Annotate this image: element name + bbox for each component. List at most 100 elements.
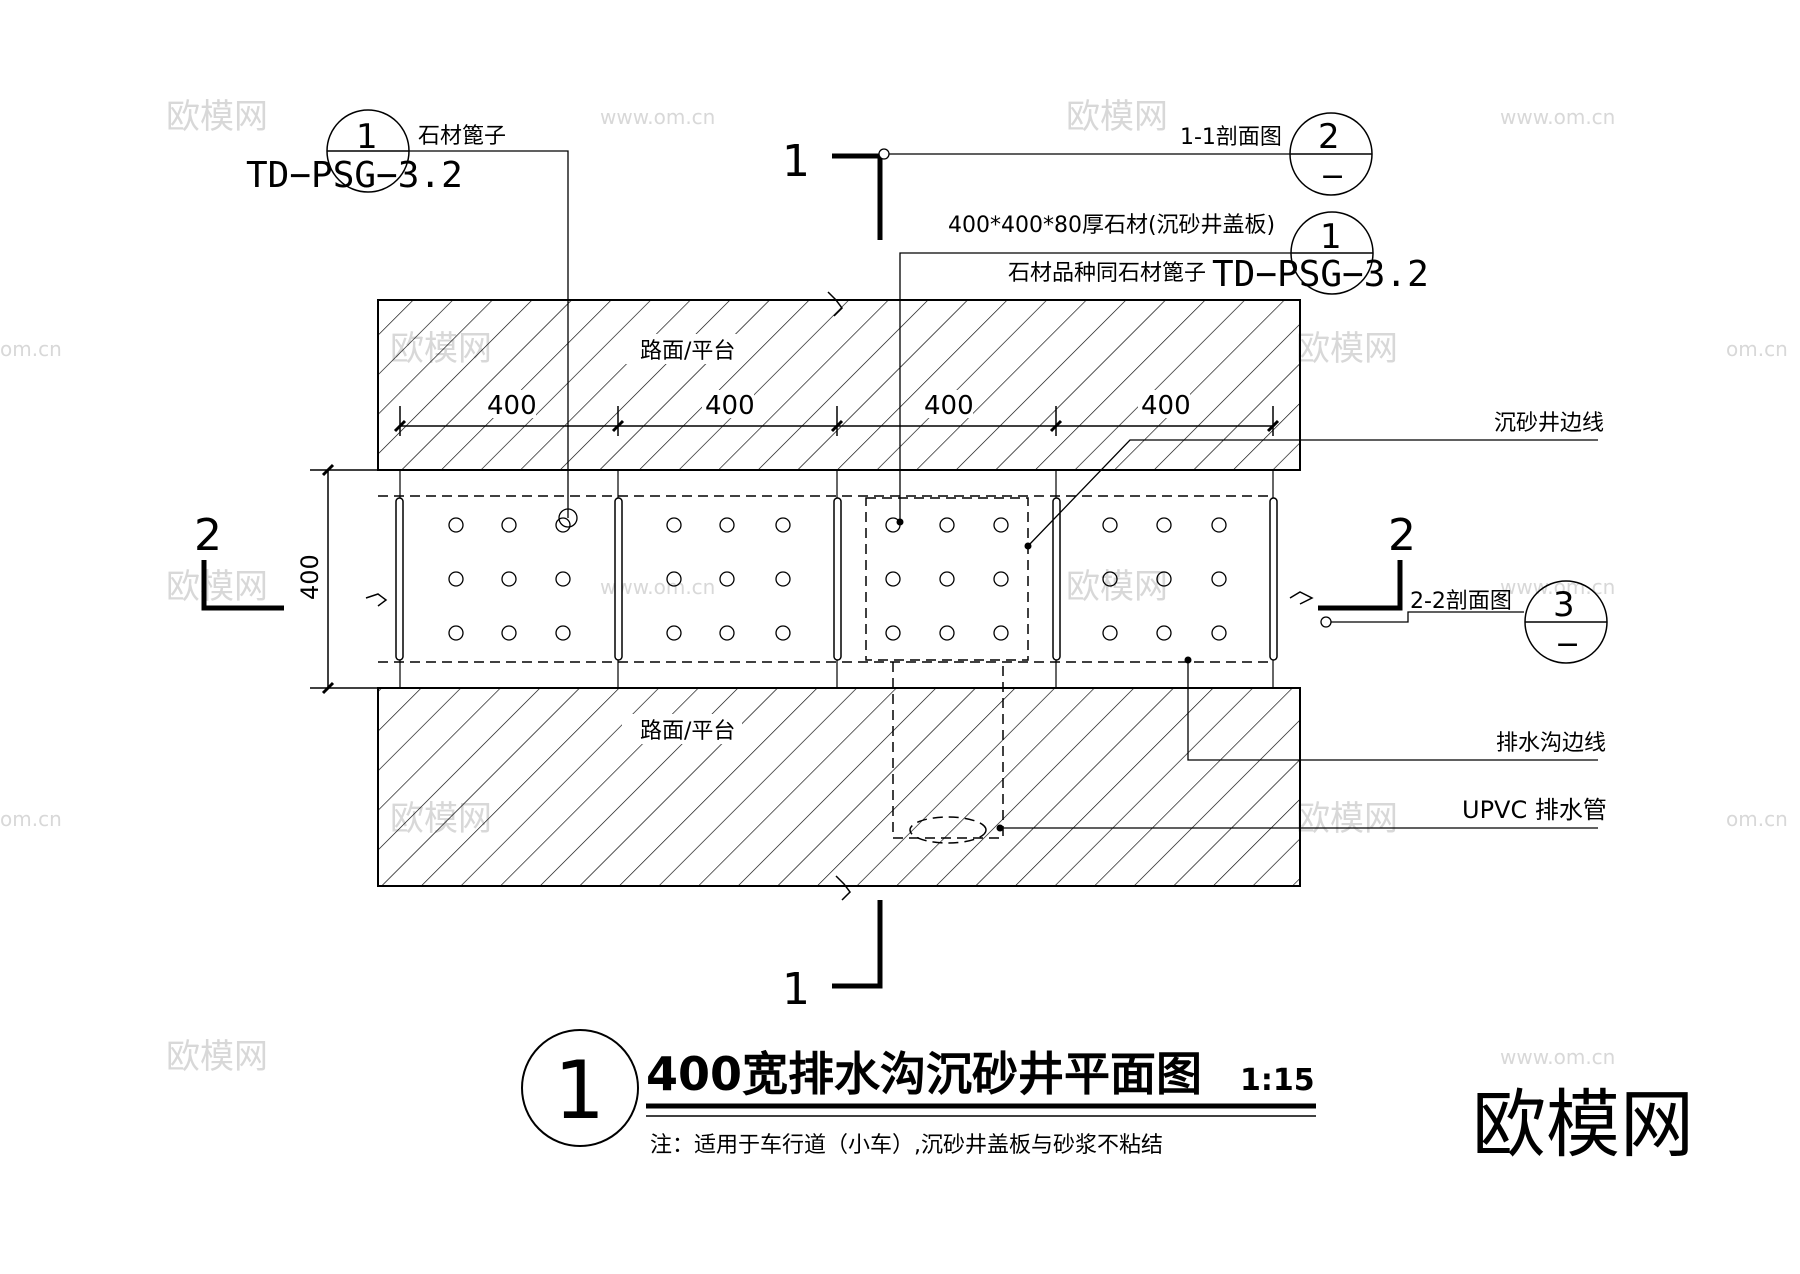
pavement-top bbox=[377, 299, 1301, 471]
section-marks: 1 1 2 2 bbox=[194, 136, 1416, 1015]
grate-hole bbox=[501, 625, 517, 641]
grate-hole bbox=[939, 571, 955, 587]
grate-hole bbox=[1156, 625, 1172, 641]
callout-section-2: 2-2剖面图 3 − bbox=[1320, 580, 1608, 664]
grate-hole bbox=[555, 625, 571, 641]
pavement-bottom bbox=[377, 687, 1301, 887]
drain-channel bbox=[378, 469, 1300, 844]
callout-stone-grate: 1 TD−PSG−3.2 石材篦子 bbox=[246, 109, 578, 528]
bubble-number: 2 bbox=[1318, 117, 1340, 157]
leader-line bbox=[1187, 660, 1598, 761]
grate-hole bbox=[1211, 625, 1227, 641]
detail-ref: TD−PSG−3.2 bbox=[246, 155, 463, 196]
dimension-left: 400 bbox=[296, 463, 378, 695]
watermark-url: om.cn bbox=[0, 337, 62, 361]
road-label-bottom: 路面/平台 bbox=[640, 719, 735, 744]
leader-line bbox=[1027, 439, 1598, 547]
break-mark bbox=[1289, 591, 1314, 605]
label-upvc-pipe: UPVC 排水管 bbox=[1462, 796, 1607, 824]
grate-hole bbox=[1102, 625, 1118, 641]
road-label-top: 路面/平台 bbox=[640, 339, 735, 364]
dim-label: 400 bbox=[924, 391, 974, 421]
pavement: 路面/平台 路面/平台 bbox=[365, 291, 1314, 901]
upvc-pipe-outline bbox=[892, 662, 1004, 839]
watermark-brand: 欧模网 bbox=[166, 97, 268, 137]
grate-hole bbox=[1156, 517, 1172, 533]
dim-label: 400 bbox=[1141, 391, 1191, 421]
grate-hole bbox=[501, 517, 517, 533]
bubble-number: 1 bbox=[1320, 217, 1342, 257]
watermark-url: www.om.cn bbox=[600, 105, 715, 129]
grate-hole bbox=[993, 517, 1009, 533]
dim-label: 400 bbox=[487, 391, 537, 421]
grate-hole bbox=[993, 571, 1009, 587]
bubble-sub: − bbox=[1320, 159, 1345, 194]
watermark-url: om.cn bbox=[1726, 337, 1788, 361]
section-mark-2-left bbox=[201, 560, 284, 611]
title-number: 1 bbox=[554, 1044, 605, 1137]
watermark-url: om.cn bbox=[0, 807, 62, 831]
callout-label: 2-2剖面图 bbox=[1410, 589, 1512, 614]
section-number: 2 bbox=[194, 510, 222, 561]
grate-hole bbox=[666, 517, 682, 533]
grate-hole bbox=[775, 571, 791, 587]
grate-hole bbox=[885, 571, 901, 587]
title-block: 1 400宽排水沟沉砂井平面图 1:15 注：适用于车行道（小车）,沉砂井盖板与… bbox=[521, 1029, 1316, 1158]
callout-label: 400*400*80厚石材(沉砂井盖板) bbox=[948, 213, 1275, 238]
grate-hole bbox=[448, 571, 464, 587]
grate-hole bbox=[666, 571, 682, 587]
dimension-top: 400 400 400 400 bbox=[393, 390, 1280, 436]
watermark-url: www.om.cn bbox=[1500, 105, 1615, 129]
break-mark bbox=[365, 593, 388, 607]
section-number: 2 bbox=[1388, 510, 1416, 561]
callout-section-1: 1-1剖面图 2 − bbox=[878, 112, 1373, 196]
watermark-brand: 欧模网 bbox=[166, 1037, 268, 1077]
dim-label: 400 bbox=[296, 554, 324, 600]
label-sand-well-edge: 沉砂井边线 bbox=[1494, 411, 1604, 436]
watermark-brand: 欧模网 bbox=[1066, 97, 1168, 137]
grate-hole bbox=[993, 625, 1009, 641]
bubble-sub: − bbox=[1555, 627, 1580, 662]
sand-well-outline bbox=[865, 497, 1029, 661]
section-mark-2-right bbox=[1318, 560, 1403, 611]
callout-label: 1-1剖面图 bbox=[1180, 125, 1282, 150]
drawing-scale: 1:15 bbox=[1240, 1063, 1315, 1098]
grate-hole bbox=[1211, 571, 1227, 587]
watermark-brand: 欧模网 bbox=[166, 567, 268, 607]
watermark-brand: 欧模网 bbox=[1296, 329, 1398, 369]
grate-hole bbox=[719, 571, 735, 587]
grate-holes bbox=[448, 517, 1227, 641]
grate-hole bbox=[775, 625, 791, 641]
section-mark-1-bottom bbox=[832, 900, 883, 989]
grate-hole bbox=[448, 517, 464, 533]
grate-hole bbox=[719, 625, 735, 641]
leader-line bbox=[409, 150, 569, 518]
leader-line bbox=[899, 252, 1291, 522]
grate-dividers bbox=[395, 470, 1278, 688]
title-bubble bbox=[521, 1029, 639, 1147]
break-mark bbox=[827, 291, 843, 317]
leader-labels-right: 沉砂井边线 排水沟边线 UPVC 排水管 bbox=[996, 411, 1607, 832]
grate-hole bbox=[885, 625, 901, 641]
grate-hole bbox=[666, 625, 682, 641]
section-number: 1 bbox=[782, 136, 810, 187]
drawing-title: 400宽排水沟沉砂井平面图 bbox=[646, 1047, 1202, 1101]
break-mark bbox=[835, 875, 851, 901]
drawing-note: 注：适用于车行道（小车）,沉砂井盖板与砂浆不粘结 bbox=[650, 1133, 1163, 1158]
grate-hole bbox=[1156, 571, 1172, 587]
section-number: 1 bbox=[782, 964, 810, 1015]
grate-hole bbox=[939, 517, 955, 533]
grate-hole bbox=[448, 625, 464, 641]
watermark-brand: 欧模网 bbox=[1066, 567, 1168, 607]
grate-hole bbox=[1102, 571, 1118, 587]
grate-hole bbox=[719, 517, 735, 533]
grate-hole bbox=[775, 517, 791, 533]
grate-hole bbox=[939, 625, 955, 641]
watermark-brand: 欧模网 bbox=[1296, 799, 1398, 839]
grate-hole bbox=[501, 571, 517, 587]
bubble-number: 1 bbox=[356, 117, 378, 157]
dim-label: 400 bbox=[705, 391, 755, 421]
brand-logo-text: 欧模网 bbox=[1472, 1082, 1694, 1168]
grate-hole bbox=[1102, 517, 1118, 533]
leader-line bbox=[1326, 611, 1524, 623]
